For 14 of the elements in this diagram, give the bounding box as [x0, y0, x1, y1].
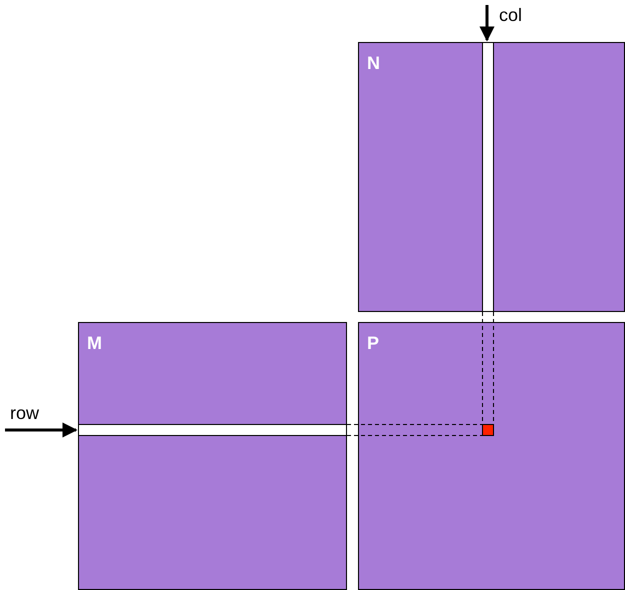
- matrix-label: M: [87, 333, 102, 353]
- arrow: [5, 422, 78, 438]
- matrix-block: [358, 322, 625, 590]
- result-cell: [482, 424, 494, 436]
- row-strip: [78, 424, 347, 436]
- column-strip: [482, 42, 494, 312]
- axis-label: row: [10, 403, 40, 423]
- matrix-label: P: [367, 333, 380, 353]
- matrix-label: N: [367, 53, 380, 73]
- axis-label: col: [499, 5, 522, 25]
- dashed-guide-line: [346, 424, 482, 436]
- matrix-block: [78, 322, 347, 590]
- arrow: [480, 5, 494, 42]
- matrix-block: [358, 42, 625, 312]
